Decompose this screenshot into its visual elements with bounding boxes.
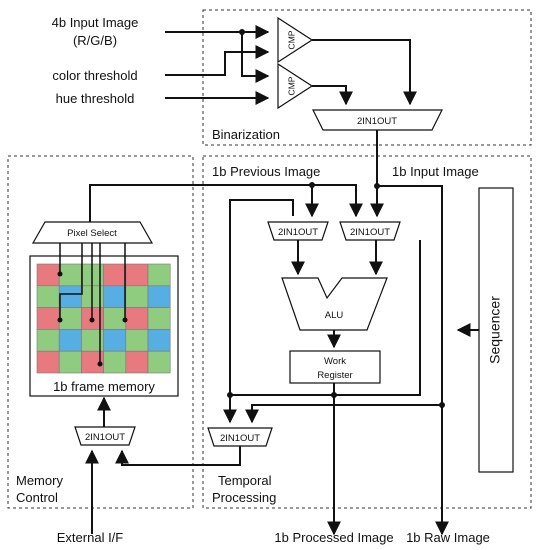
input-image-label: 4b Input Image xyxy=(52,15,139,30)
input-1b-label: 1b Input Image xyxy=(392,164,479,179)
input-image-sub-label: (R/G/B) xyxy=(73,33,117,48)
pixel-tap-dots xyxy=(57,271,128,367)
temporal-mux-label: 2IN1OUT xyxy=(220,433,260,444)
alu-label: ALU xyxy=(325,310,344,321)
pixel-select-label: Pixel Select xyxy=(67,228,117,239)
memory-cell-red xyxy=(36,263,60,287)
memory-cell-green xyxy=(36,285,60,308)
frame-memory-label: 1b frame memory xyxy=(53,379,155,394)
memory-cell-green xyxy=(147,263,171,287)
memory-cell-red xyxy=(36,350,60,374)
temporal-processing-region xyxy=(202,155,532,509)
color-threshold-label: color threshold xyxy=(52,68,137,83)
memory-cell-green xyxy=(58,350,82,374)
comparator-1 xyxy=(277,16,314,64)
temporal-processing-label-2: Processing xyxy=(212,490,276,505)
memory-cell-red xyxy=(36,307,60,330)
junction-dot xyxy=(239,29,245,35)
memory-cell-blue xyxy=(103,329,127,352)
alu-mux-right xyxy=(339,221,401,241)
memory-cell-blue xyxy=(147,329,171,352)
alu-mux-right-label: 2IN1OUT xyxy=(350,227,390,238)
memory-cell-green xyxy=(125,329,149,352)
memory-cell-blue xyxy=(58,329,82,352)
binarization-mux-label: 2IN1OUT xyxy=(357,116,397,127)
memory-cell-red xyxy=(125,263,149,287)
comparator-1-label: CMP xyxy=(286,30,296,49)
memory-control-region xyxy=(7,155,194,509)
memory-cell-red xyxy=(125,350,149,374)
memory-cell-green xyxy=(103,350,127,374)
junction-dot xyxy=(309,182,315,188)
external-if-label: External I/F xyxy=(57,530,124,545)
memory-cell-blue xyxy=(147,285,171,308)
temporal-mux-output-wire xyxy=(115,446,241,466)
memory-cell-green xyxy=(147,350,171,374)
binarization-label: Binarization xyxy=(212,127,280,142)
memory-mux-label: 2IN1OUT xyxy=(85,432,125,443)
hue-threshold-label: hue threshold xyxy=(56,91,135,106)
pixel-taps xyxy=(59,243,126,364)
temporal-processing-label-1: Temporal xyxy=(218,473,272,488)
junction-dot xyxy=(374,183,380,189)
memory-cell-green xyxy=(58,263,82,287)
memory-cell-green xyxy=(147,307,171,330)
input-1b-wires xyxy=(370,130,449,536)
binarization-mux xyxy=(312,109,443,131)
pixel-select xyxy=(31,221,154,244)
alu-mux-left-label: 2IN1OUT xyxy=(278,227,318,238)
raw-image-label: 1b Raw Image xyxy=(406,530,490,545)
work-register-label-1: Work xyxy=(324,356,346,367)
memory-cell-blue xyxy=(58,285,82,308)
junction-dot xyxy=(227,392,233,398)
comparator-output-wires xyxy=(312,39,417,106)
work-register-label-2: Register xyxy=(317,370,352,381)
memory-mux xyxy=(74,426,136,446)
memory-cell-green xyxy=(103,307,127,330)
previous-1b-label: 1b Previous Image xyxy=(212,164,320,179)
comparator-2 xyxy=(277,62,314,110)
temporal-mux xyxy=(207,427,273,447)
register-output-wires xyxy=(230,240,442,536)
mux-to-alu-wires xyxy=(291,240,383,276)
memory-cell-green xyxy=(36,329,60,352)
processed-image-label: 1b Processed Image xyxy=(274,530,393,545)
memory-control-label-2: Control xyxy=(16,490,58,505)
memory-cell-blue xyxy=(103,285,127,308)
alu-mux-left xyxy=(267,221,329,241)
memory-control-label-1: Memory xyxy=(16,473,63,488)
input-wires xyxy=(165,25,270,105)
sequencer-label: Sequencer xyxy=(487,296,503,364)
previous-1b-wires xyxy=(89,184,363,424)
memory-cell-green xyxy=(125,285,149,308)
alu xyxy=(281,277,388,331)
junction-dot xyxy=(439,402,445,408)
junction-dot xyxy=(331,392,337,398)
memory-cell-red xyxy=(125,307,149,330)
comparator-2-label: CMP xyxy=(286,76,296,95)
frame-memory-grid xyxy=(36,263,171,374)
memory-cell-red xyxy=(103,263,127,287)
binarization-region xyxy=(202,9,532,146)
memory-cell-green xyxy=(58,307,82,330)
work-register xyxy=(289,350,381,384)
